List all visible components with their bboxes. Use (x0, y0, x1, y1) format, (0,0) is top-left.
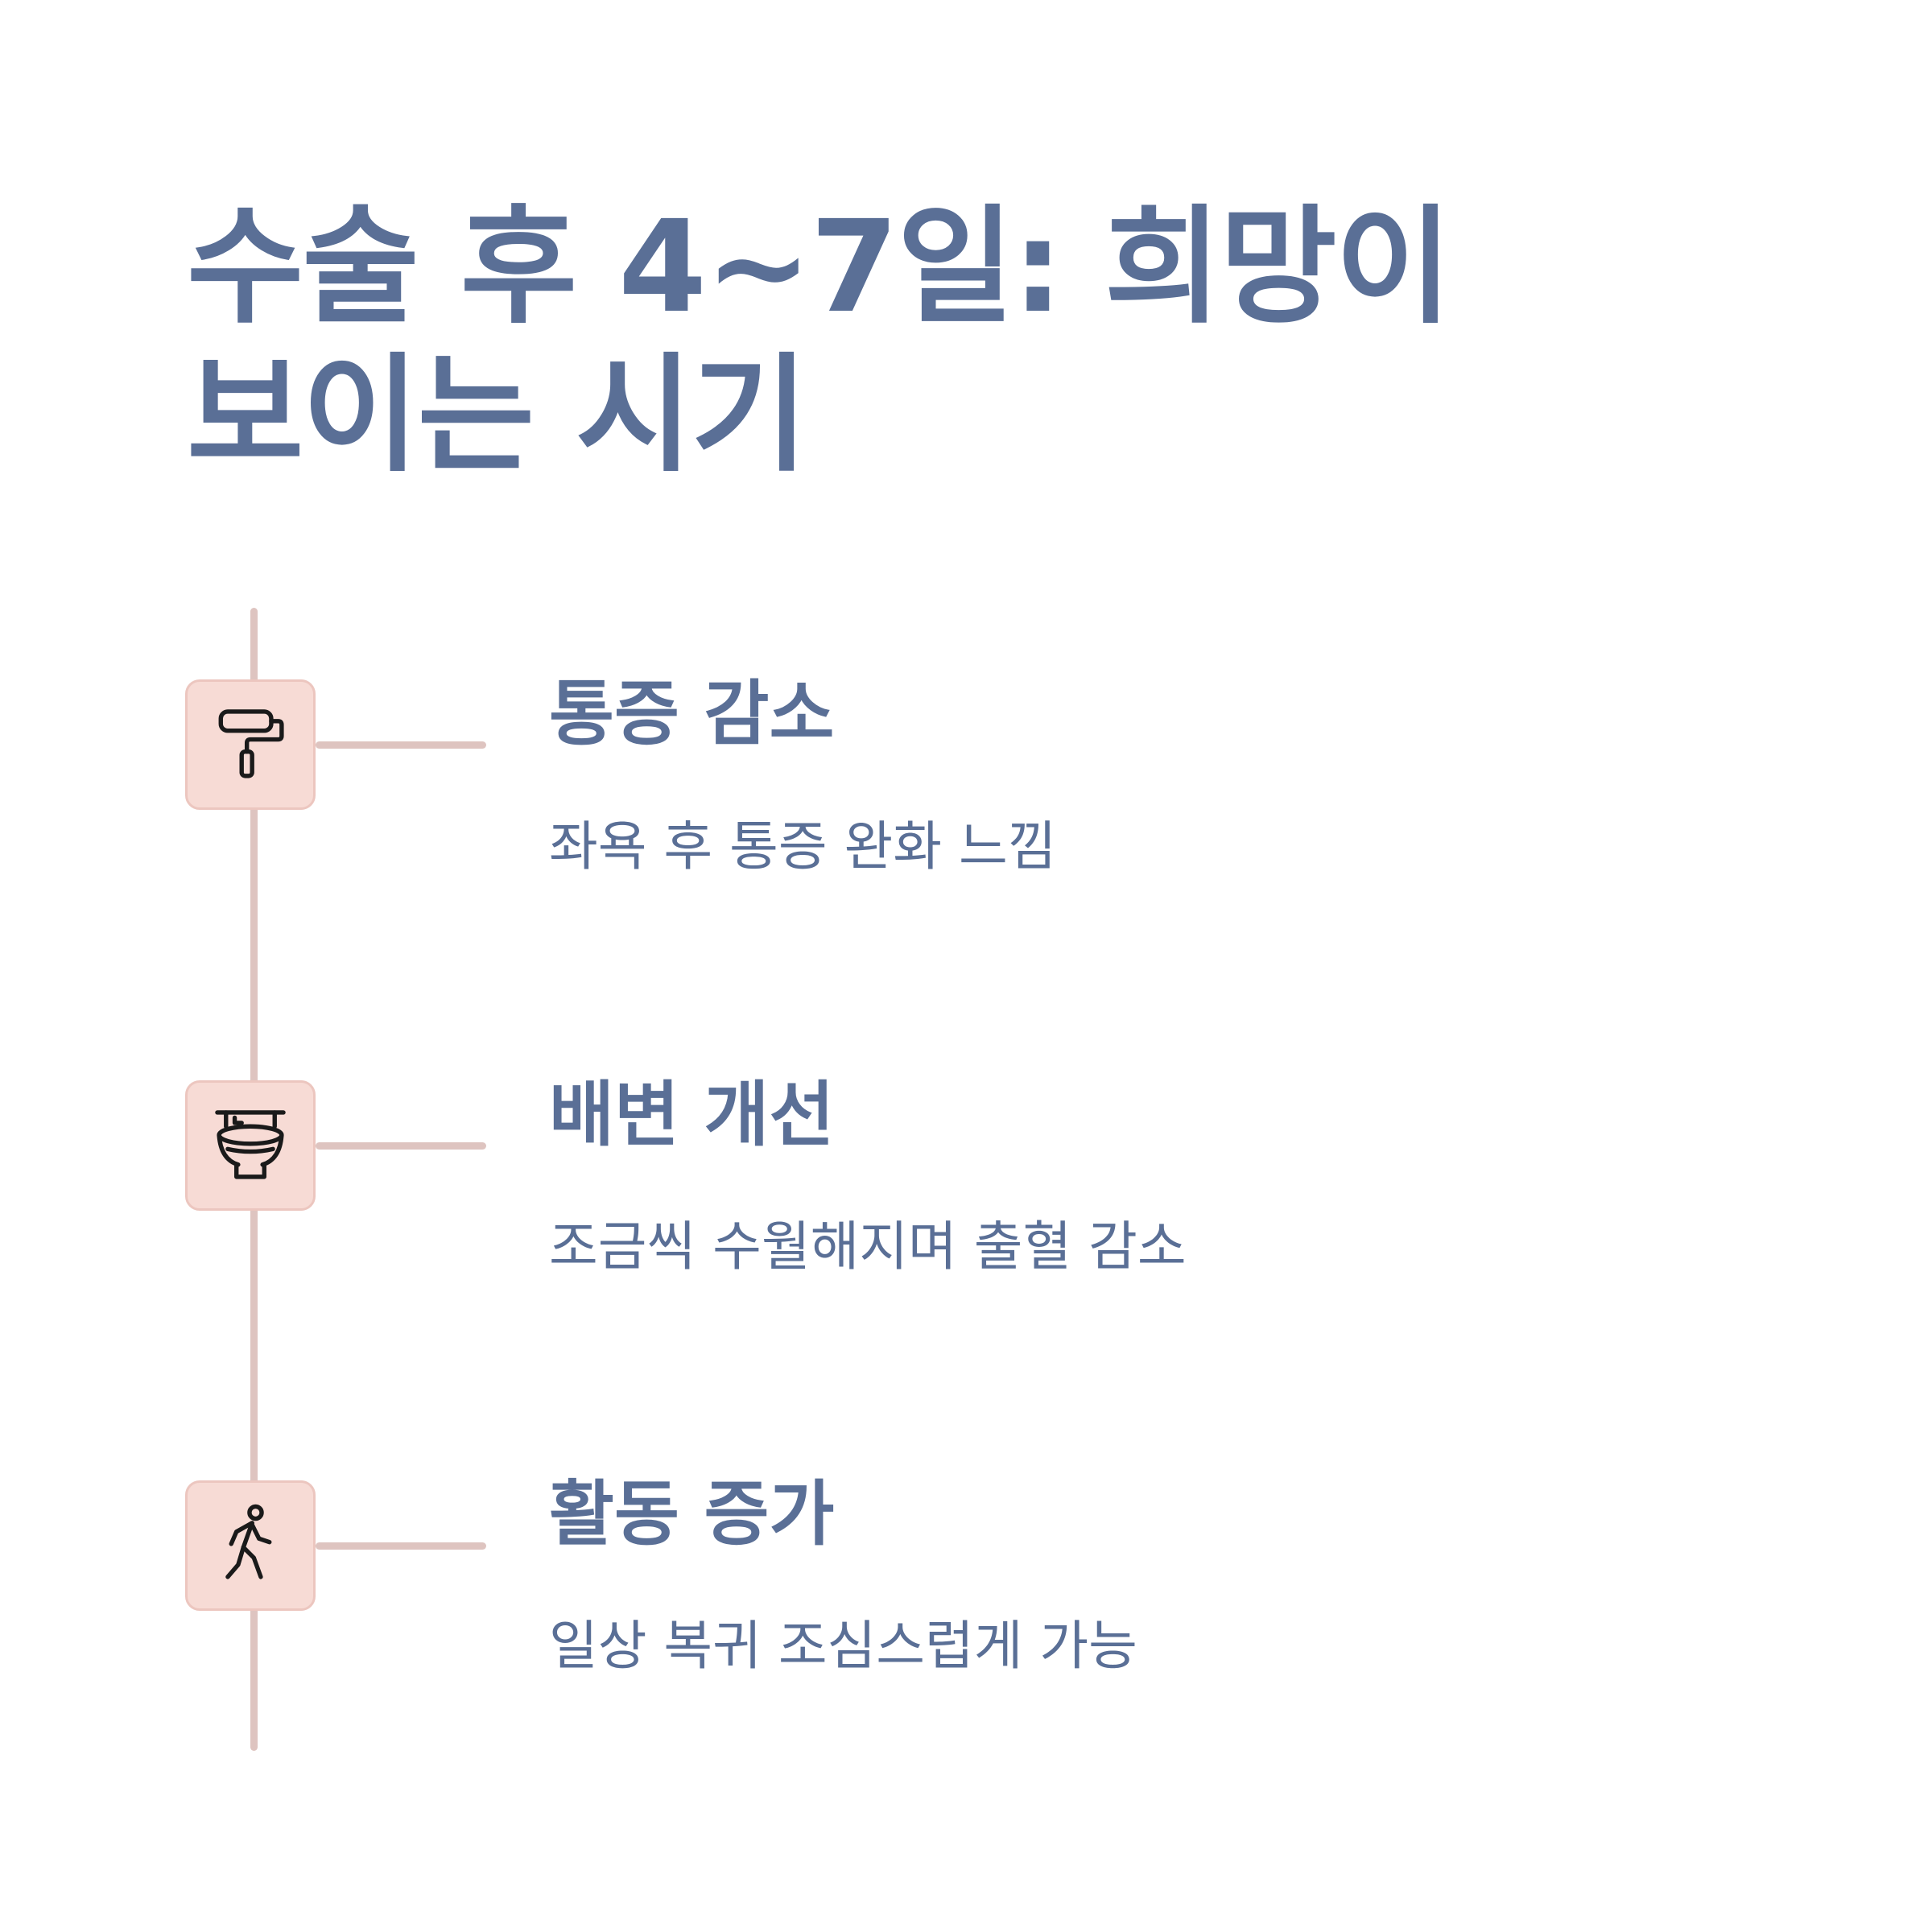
walking-person-icon (225, 1504, 272, 1579)
item-description: 일상 복귀 조심스럽게 가능 (549, 1615, 1137, 1677)
item-title: 활동 증가 (549, 1472, 835, 1555)
connector-line (316, 1542, 486, 1550)
toilet-icon (215, 1110, 286, 1179)
item-description: 조금씩 수월해지며 출혈 감소 (549, 1216, 1187, 1278)
connector-line (316, 741, 486, 749)
timeline-node-3 (185, 1480, 316, 1611)
item-title: 통증 감소 (549, 672, 835, 755)
timeline-node-1 (185, 679, 316, 810)
page-title: 수술 후 4~7일: 희망이 보이는 시기 (187, 193, 1452, 489)
item-title: 배변 개선 (549, 1073, 835, 1156)
item-description: 좌욕 후 통증 완화 느낌 (549, 815, 1057, 877)
timeline-node-2 (185, 1080, 316, 1211)
paint-roller-icon (218, 709, 284, 778)
connector-line (316, 1142, 486, 1150)
